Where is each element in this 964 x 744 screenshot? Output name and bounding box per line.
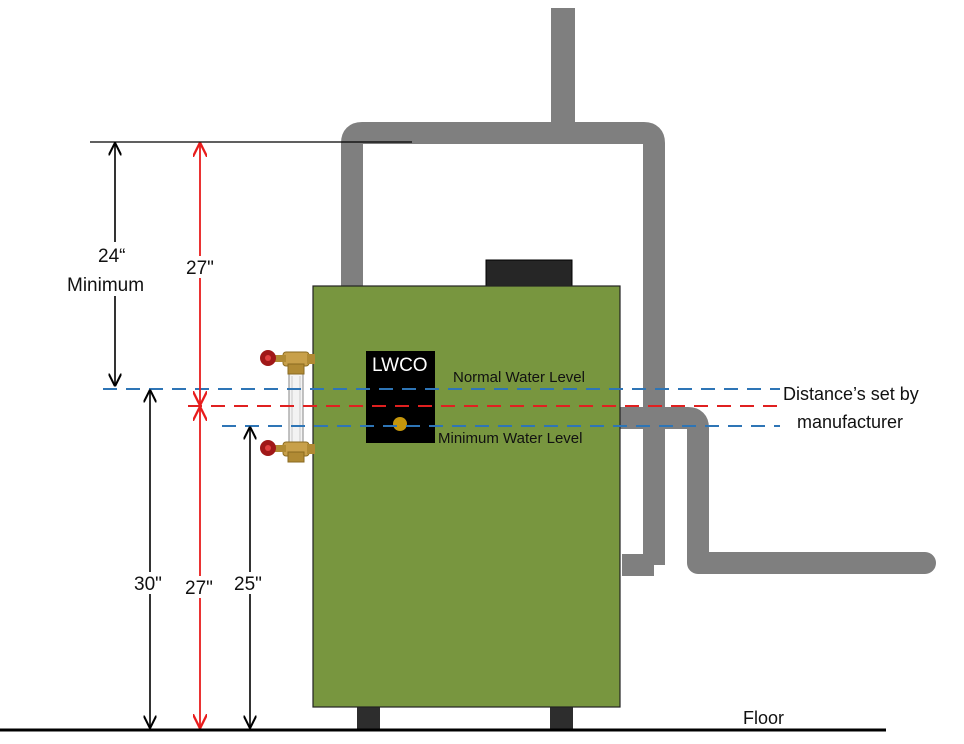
dim-top-min-value: 24“ [98, 246, 125, 267]
boiler-top-outlet [485, 259, 573, 289]
dim-top-red-value: 27" [186, 258, 214, 279]
distances-note-line2: manufacturer [797, 412, 903, 432]
dim-bottom-black-value: 30" [134, 574, 162, 595]
minimum-water-level-label: Minimum Water Level [438, 430, 582, 447]
dim-bottom-red-value: 27" [185, 578, 213, 599]
return-pipe [607, 407, 936, 574]
lwco-float [393, 417, 407, 431]
dim-top-min-note: Minimum [67, 275, 144, 296]
floor-label: Floor [743, 708, 784, 728]
normal-water-level-label: Normal Water Level [453, 369, 585, 386]
boiler-body [312, 285, 621, 708]
distances-note-line1: Distance’s set by [783, 384, 919, 404]
dim-bottom-min-value: 25" [234, 574, 262, 595]
lwco-label: LWCO [372, 355, 428, 376]
gauge-glass-valve-icon [260, 350, 315, 463]
boiler-leg-left [357, 706, 380, 730]
supply-pipe [341, 8, 665, 576]
boiler-leg-right [550, 706, 573, 730]
